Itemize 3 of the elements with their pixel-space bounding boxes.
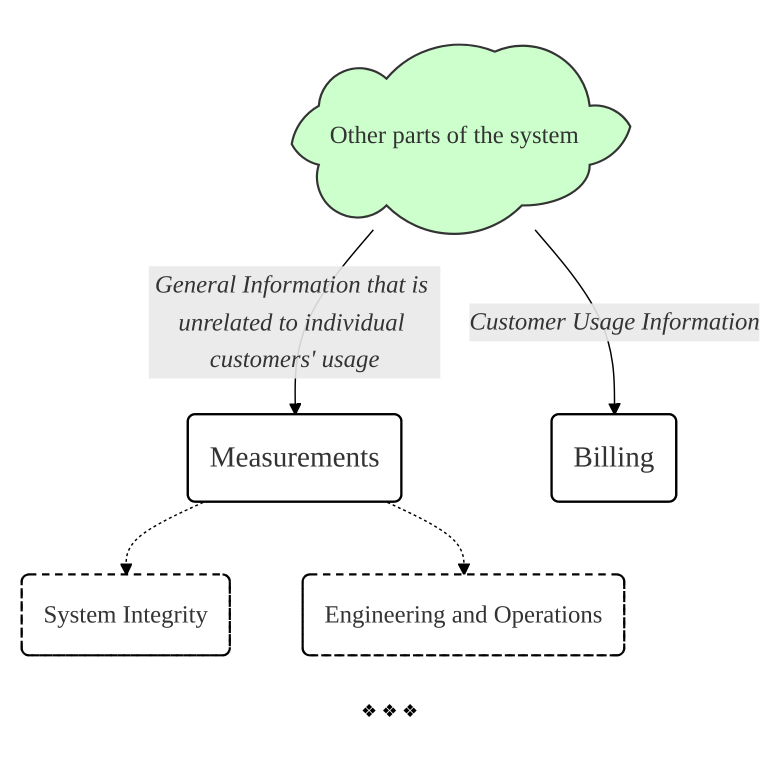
- ornament-text: ❖ ❖ ❖: [360, 700, 419, 722]
- edge-label: General Information that is unrelated to individual customers' usage: [154, 270, 428, 373]
- edge-label: Customer Usage Information: [468, 308, 760, 336]
